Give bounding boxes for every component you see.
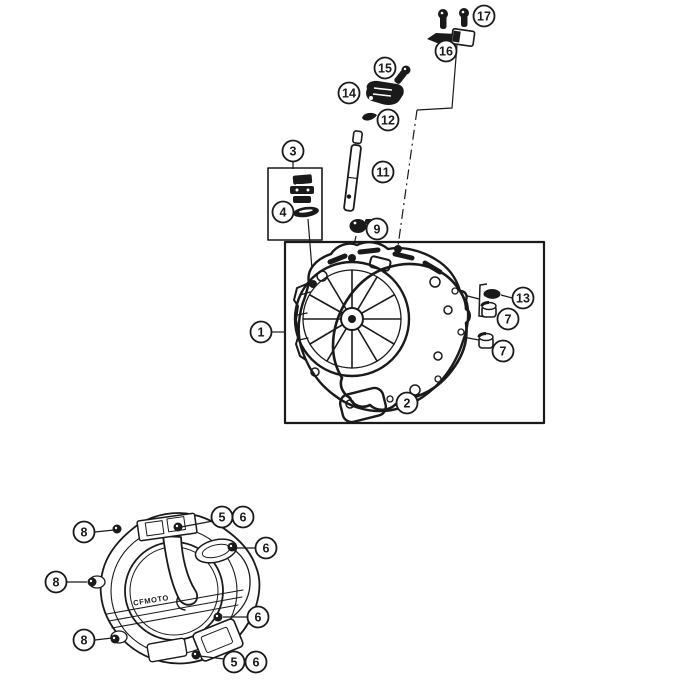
svg-text:13: 13 bbox=[516, 291, 530, 305]
gasket-2 bbox=[331, 255, 472, 424]
callout-6: 6 bbox=[244, 650, 268, 674]
callout-5-leader bbox=[199, 655, 225, 660]
callout-4: 4 bbox=[271, 200, 295, 224]
callout-14: 14 bbox=[337, 81, 361, 105]
svg-text:9: 9 bbox=[374, 222, 381, 236]
svg-text:8: 8 bbox=[81, 633, 88, 647]
svg-text:7: 7 bbox=[505, 312, 512, 326]
callout-12: 12 bbox=[376, 108, 400, 132]
svg-text:8: 8 bbox=[53, 575, 60, 589]
svg-text:6: 6 bbox=[263, 541, 270, 555]
cap-seal-13 bbox=[483, 289, 501, 301]
push-rod-11 bbox=[343, 130, 363, 212]
bolt-15 bbox=[394, 65, 411, 84]
clutch-cover-inner-view bbox=[293, 241, 470, 413]
svg-text:6: 6 bbox=[253, 655, 260, 669]
svg-text:1: 1 bbox=[258, 325, 265, 339]
callout-5: 5 bbox=[210, 505, 234, 529]
cover-bolt-heads bbox=[87, 522, 237, 660]
svg-text:5: 5 bbox=[219, 510, 226, 524]
sensor-centerline bbox=[397, 109, 418, 247]
clip-12 bbox=[362, 112, 377, 121]
bolt-pair-17 bbox=[438, 8, 469, 29]
callout-16: 16 bbox=[434, 39, 458, 63]
callout-17: 17 bbox=[472, 4, 496, 28]
callout-1: 1 bbox=[249, 320, 273, 344]
svg-text:16: 16 bbox=[439, 44, 453, 58]
callout-13: 13 bbox=[511, 286, 535, 310]
callout-2: 2 bbox=[395, 391, 419, 415]
callout-6: 6 bbox=[231, 505, 255, 529]
callout-5-leader bbox=[180, 520, 214, 528]
svg-text:4: 4 bbox=[280, 205, 287, 219]
callout-5: 5 bbox=[222, 650, 246, 674]
callout-8-leader bbox=[94, 529, 115, 533]
dowel-pin-7-lower bbox=[477, 332, 494, 349]
svg-text:6: 6 bbox=[240, 510, 247, 524]
callout-11: 11 bbox=[371, 160, 395, 184]
svg-text:5: 5 bbox=[231, 655, 238, 669]
svg-text:6: 6 bbox=[255, 610, 262, 624]
svg-text:3: 3 bbox=[290, 144, 297, 158]
svg-text:14: 14 bbox=[342, 86, 356, 100]
clutch-cover-outer-view: CFMOTO bbox=[88, 512, 261, 665]
sensor-16 bbox=[427, 27, 476, 47]
dowel-pin-7-upper bbox=[480, 301, 497, 318]
svg-text:12: 12 bbox=[381, 113, 395, 127]
callout-3: 3 bbox=[281, 139, 305, 163]
callout-leader-lines bbox=[67, 161, 513, 660]
callout-9: 9 bbox=[365, 217, 389, 241]
svg-text:7: 7 bbox=[500, 344, 507, 358]
callout-13-leader bbox=[500, 294, 513, 299]
svg-text:8: 8 bbox=[81, 525, 88, 539]
callout-15: 15 bbox=[373, 56, 397, 80]
callout-7: 7 bbox=[496, 307, 520, 331]
callout-8: 8 bbox=[72, 628, 96, 652]
svg-text:2: 2 bbox=[404, 396, 411, 410]
o-ring-4 bbox=[293, 206, 319, 218]
callout-6: 6 bbox=[254, 536, 278, 560]
cover-ribs bbox=[302, 269, 402, 369]
switch-14 bbox=[366, 80, 404, 105]
sub-assembly-box bbox=[267, 167, 323, 241]
callout-8: 8 bbox=[44, 570, 68, 594]
callout-6: 6 bbox=[246, 605, 270, 629]
svg-text:15: 15 bbox=[378, 61, 392, 75]
svg-text:17: 17 bbox=[477, 9, 491, 23]
callout-8-leader bbox=[94, 637, 113, 641]
cover-fin bbox=[162, 535, 199, 606]
callout-7: 7 bbox=[491, 339, 515, 363]
svg-text:11: 11 bbox=[376, 165, 389, 179]
callout-8: 8 bbox=[72, 520, 96, 544]
fitting-3 bbox=[290, 174, 314, 203]
